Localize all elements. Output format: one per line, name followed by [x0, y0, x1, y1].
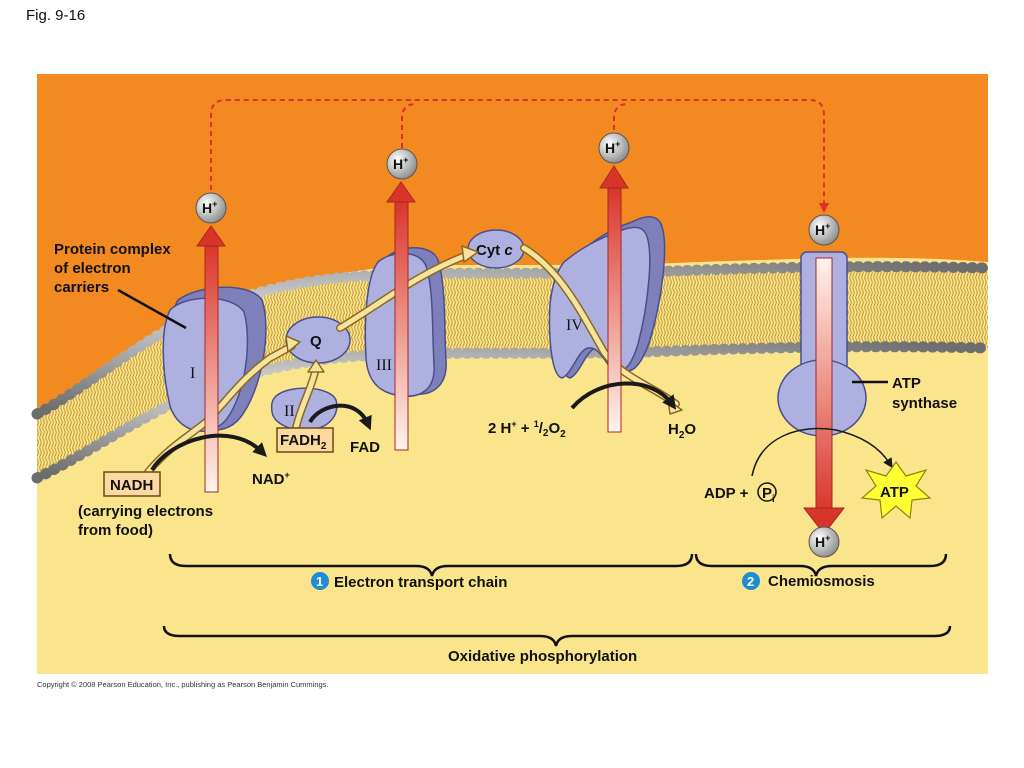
nadh-label: NADH	[110, 477, 153, 494]
atp-synthase-channel	[815, 257, 833, 513]
oxygen-equation: 2 H+ + 1/2O2	[488, 419, 566, 440]
atp-synthase-label-line-1: ATP	[892, 375, 921, 392]
complex-1-label: I	[190, 365, 195, 382]
atp-synthase	[777, 251, 867, 535]
complex-3-label: III	[376, 357, 392, 374]
oxidative-phosphorylation-label: Oxidative phosphorylation	[448, 648, 637, 665]
adp-pi: ADP + Pi	[704, 482, 777, 505]
cyt-c-label: Cyt c	[476, 242, 513, 259]
adp-to-atp-arrow	[751, 427, 893, 477]
adp-label: ADP +	[704, 485, 749, 502]
brace-chemiosmosis	[694, 553, 948, 577]
figure-label: Fig. 9-16	[26, 7, 85, 24]
brace-oxidative-phosphorylation	[162, 625, 952, 647]
fadh2-label: FADH2	[280, 432, 327, 452]
step-2-number: 2	[747, 574, 754, 589]
step-1-label: Electron transport chain	[334, 574, 507, 591]
nad-plus-label: NAD+	[252, 470, 290, 488]
proton-pump-arrow-3	[386, 181, 416, 451]
proton-h-plus-4: H+	[808, 214, 840, 246]
h-plus-label: H+	[393, 155, 408, 172]
step-1: 1 Electron transport chain	[311, 572, 507, 591]
protein-complex-label-line-1: Protein complex	[54, 241, 171, 258]
complex-2-label: II	[284, 403, 295, 420]
atp-label: ATP	[880, 484, 909, 501]
fadh2-box: FADH2	[276, 427, 334, 453]
lipid-tails	[37, 266, 988, 478]
protein-complex-leader-line	[117, 288, 187, 330]
copyright-notice: Copyright © 2008 Pearson Education, Inc.…	[37, 680, 329, 689]
carrying-electrons-line-1: (carrying electrons	[78, 503, 213, 520]
phosphate-label: Pi	[762, 485, 775, 505]
proton-h-plus-3: H+	[598, 132, 630, 164]
h-plus-label: H+	[815, 533, 830, 550]
protein-complex-label-line-3: carriers	[54, 279, 109, 296]
atp-synthase-callout: ATP synthase	[852, 375, 957, 412]
brace-electron-transport	[168, 553, 694, 577]
fad-label: FAD	[350, 439, 380, 456]
cytochrome-c: Cyt c	[467, 229, 525, 269]
step-2-circle	[742, 572, 760, 590]
protein-complex-callout: Protein complex of electron carriers	[54, 241, 187, 330]
nadh-to-nad-arrow	[150, 433, 267, 472]
carrying-electrons-line-2: from food)	[78, 522, 153, 539]
complex-4-label: IV	[566, 317, 583, 334]
step-2: 2 Chemiosmosis	[742, 572, 875, 590]
phosphate-circle	[757, 482, 777, 502]
h-plus-label: H+	[202, 199, 217, 216]
nadh-box: NADH	[103, 471, 161, 497]
atp-star: ATP	[860, 460, 932, 520]
water-label: H2O	[668, 421, 696, 441]
proton-gradient-dashed-path	[210, 99, 829, 213]
h-plus-label: H+	[815, 221, 830, 238]
proton-pump-arrow-4	[599, 165, 629, 433]
proton-h-plus-2: H+	[386, 148, 418, 180]
atp-synthase-proton-arrowhead	[802, 507, 846, 535]
step-2-label: Chemiosmosis	[768, 573, 875, 590]
fadh2-to-fad-arrow	[308, 403, 372, 431]
atp-synthase-label-line-2: synthase	[892, 395, 957, 412]
step-1-number: 1	[316, 574, 323, 589]
protein-complex-label-line-2: of electron	[54, 260, 131, 277]
h-plus-label: H+	[605, 139, 620, 156]
proton-h-plus-1: H+	[195, 192, 227, 224]
oxygen-to-water-arrow	[570, 381, 677, 410]
step-1-circle	[311, 572, 329, 590]
proton-pump-arrow-1	[196, 225, 226, 493]
proton-h-plus-5: H+	[808, 526, 840, 558]
q-label: Q	[310, 333, 322, 350]
